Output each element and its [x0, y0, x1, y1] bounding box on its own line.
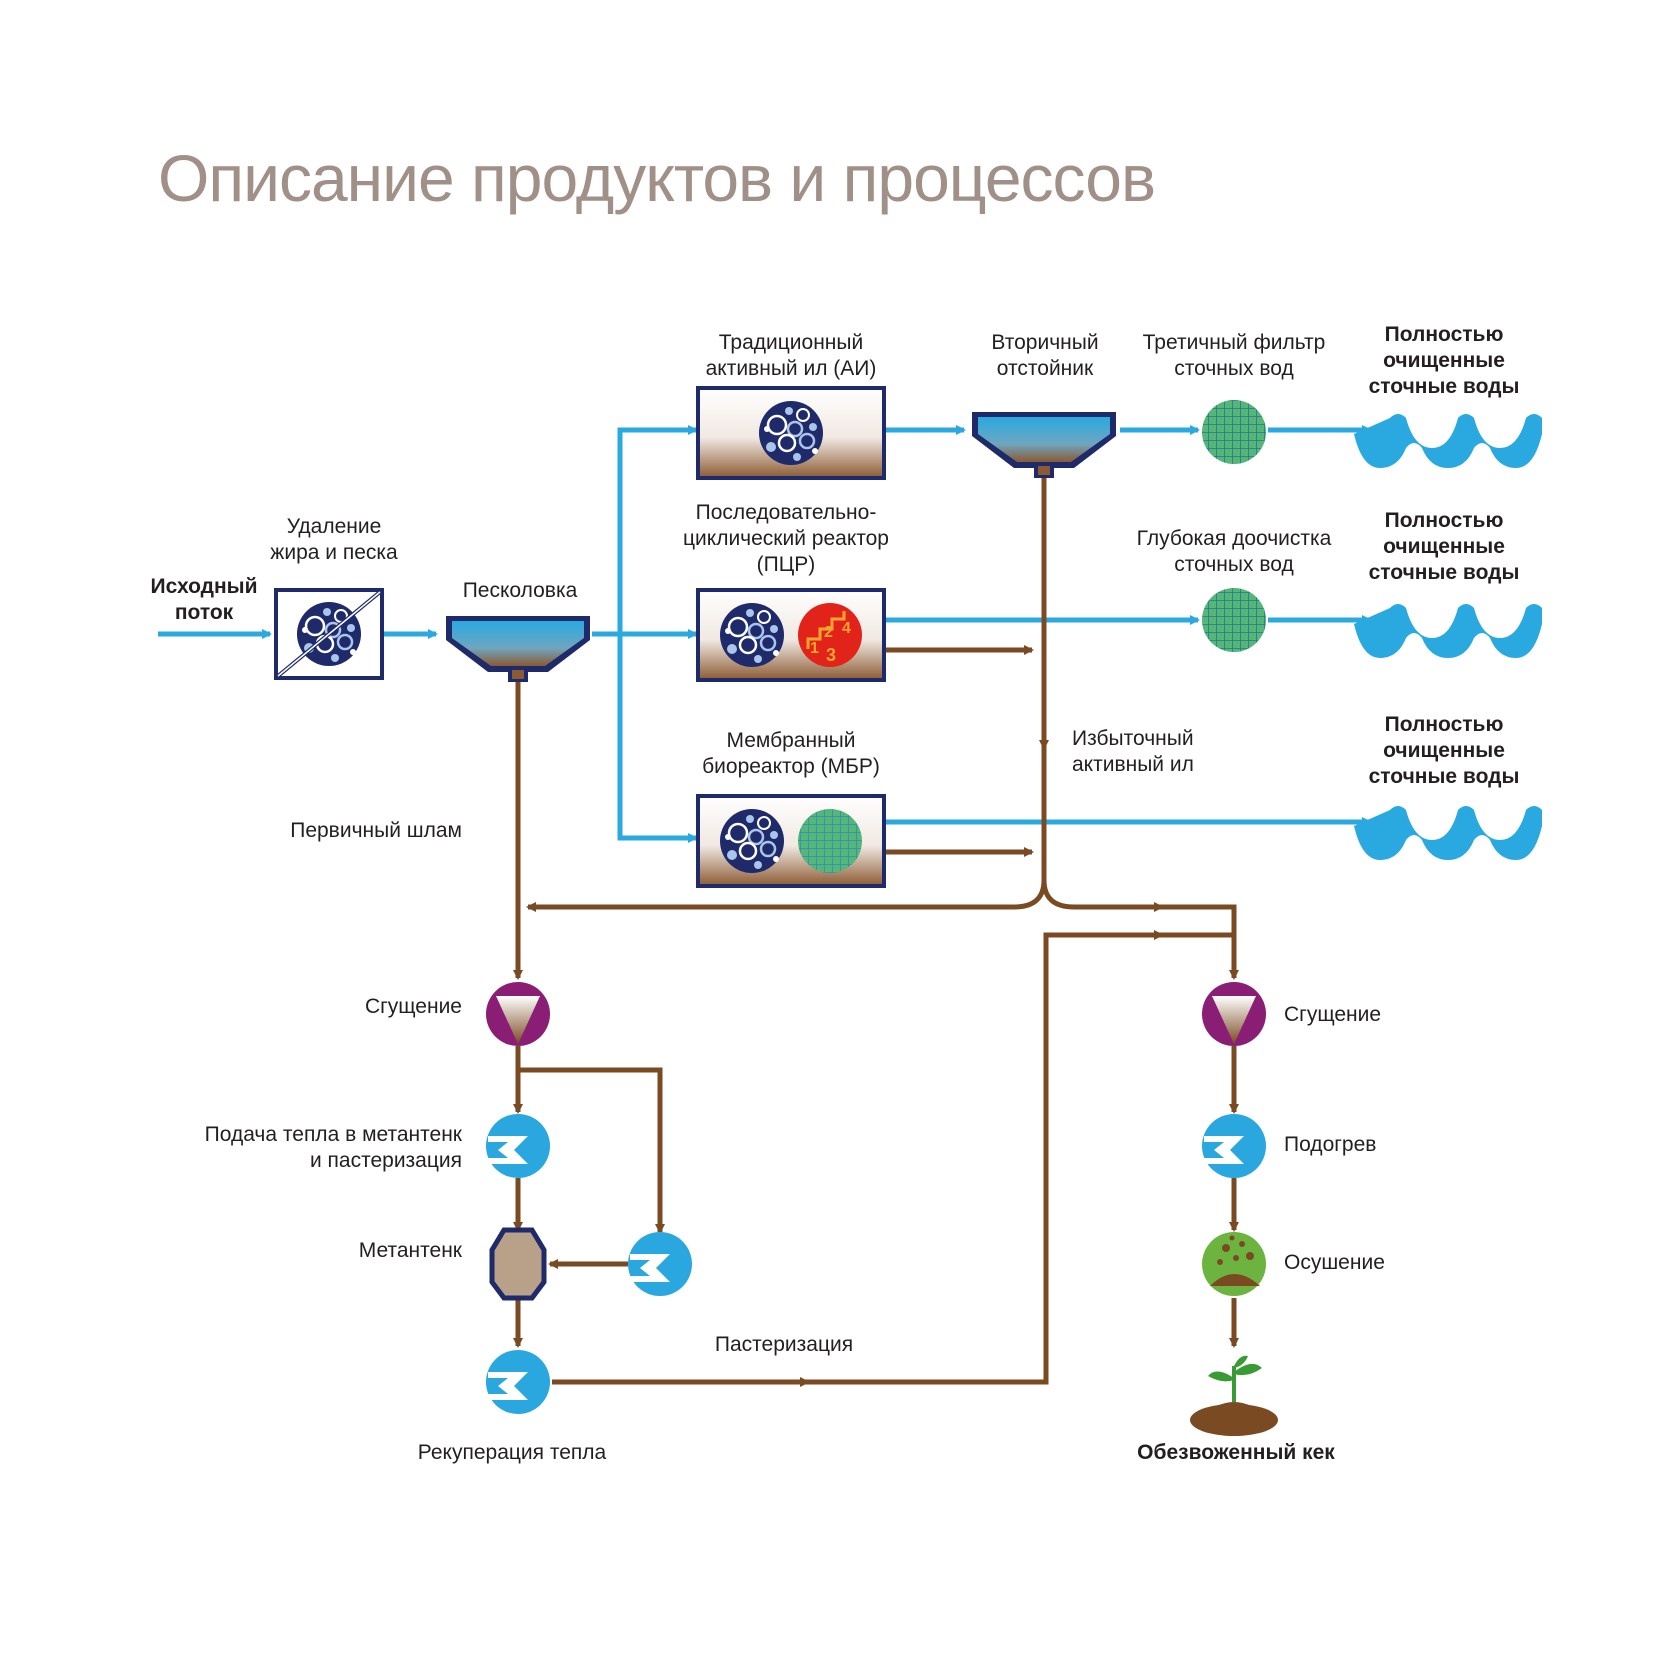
label-thickening-right: Сгущение — [1284, 1003, 1382, 1026]
sprout-icon — [1190, 1355, 1278, 1436]
label-effluent-1: Полностью очищенные сточные воды — [1368, 323, 1520, 398]
label-drying: Осушение — [1284, 1251, 1385, 1274]
label-digester: Метантенк — [358, 1239, 462, 1262]
deep-treatment-filter-icon — [1202, 588, 1266, 652]
label-heat-digester: Подача тепла в метантенк и пастеризация — [204, 1123, 462, 1172]
was-to-right-arrow — [1041, 879, 1164, 912]
sequence-1234-icon: 1 2 3 4 — [798, 603, 862, 667]
label-was: Избыточный активный ил — [1072, 727, 1194, 776]
drying-icon — [1202, 1232, 1266, 1296]
label-mbr: Мембранный биореактор (МБР) — [702, 729, 880, 778]
label-influent: Исходный поток — [150, 575, 258, 624]
heat-exchanger-icon — [1202, 1114, 1266, 1178]
mbr-tank-icon — [696, 794, 886, 888]
label-cas: Традиционный активный ил (АИ) — [705, 331, 877, 380]
thickener-icon — [486, 982, 550, 1046]
thickener-icon — [1202, 982, 1266, 1046]
to-cas-arrow — [617, 425, 698, 634]
thick-to-side-heater-arrow — [518, 1067, 665, 1234]
grit-chamber-icon — [446, 616, 590, 682]
clean-water-wave-icon — [1354, 604, 1542, 658]
activated-sludge-tank-icon — [696, 386, 886, 480]
svg-text:1: 1 — [810, 640, 819, 657]
label-pasteurization: Пастеризация — [714, 1333, 854, 1356]
label-sbr: Последовательно- циклический реактор (ПЦ… — [683, 501, 889, 576]
label-grit-chamber: Песколовка — [462, 579, 578, 602]
page-title: Описание продуктов и процессов — [158, 141, 1156, 215]
right-thickener-feed — [1162, 904, 1239, 980]
heat-exchanger-icon — [486, 1114, 550, 1178]
heat-exchanger-icon — [628, 1232, 692, 1296]
label-heating: Подогрев — [1284, 1133, 1377, 1156]
sludge-flow-lines — [513, 476, 1239, 1387]
clean-water-wave-icon — [1354, 414, 1542, 468]
svg-text:4: 4 — [842, 620, 851, 637]
label-heat-recovery: Рекуперация тепла — [417, 1441, 607, 1464]
label-tertiary-filter: Третичный фильтр сточных вод — [1142, 331, 1326, 380]
sbr-tank-icon: 1 2 3 4 — [696, 588, 886, 682]
label-deep-treatment: Глубокая доочистка сточных вод — [1136, 527, 1332, 576]
label-effluent-3: Полностью очищенные сточные воды — [1368, 713, 1520, 788]
screen-bacteria-icon — [274, 588, 384, 680]
label-grease-grit: Удаление жира и песка — [270, 515, 398, 564]
mesh-filter-icon — [1202, 400, 1266, 464]
label-cake: Обезвоженный кек — [1137, 1441, 1335, 1464]
pasteurized-return-arrow — [808, 930, 1164, 1385]
label-effluent-2: Полностью очищенные сточные воды — [1368, 509, 1520, 584]
clean-water-wave-icon — [1354, 806, 1542, 860]
clarifier-icon — [972, 412, 1116, 478]
label-thickening-left: Сгущение — [364, 995, 462, 1018]
heat-exchanger-icon — [486, 1350, 550, 1414]
label-primary-sludge: Первичный шлам — [290, 819, 462, 842]
to-mbr-arrow — [617, 634, 698, 843]
label-secondary-clarifier: Вторичный отстойник — [991, 331, 1099, 380]
digester-icon — [489, 1227, 547, 1301]
svg-text:2: 2 — [824, 624, 833, 641]
svg-text:3: 3 — [826, 645, 836, 665]
